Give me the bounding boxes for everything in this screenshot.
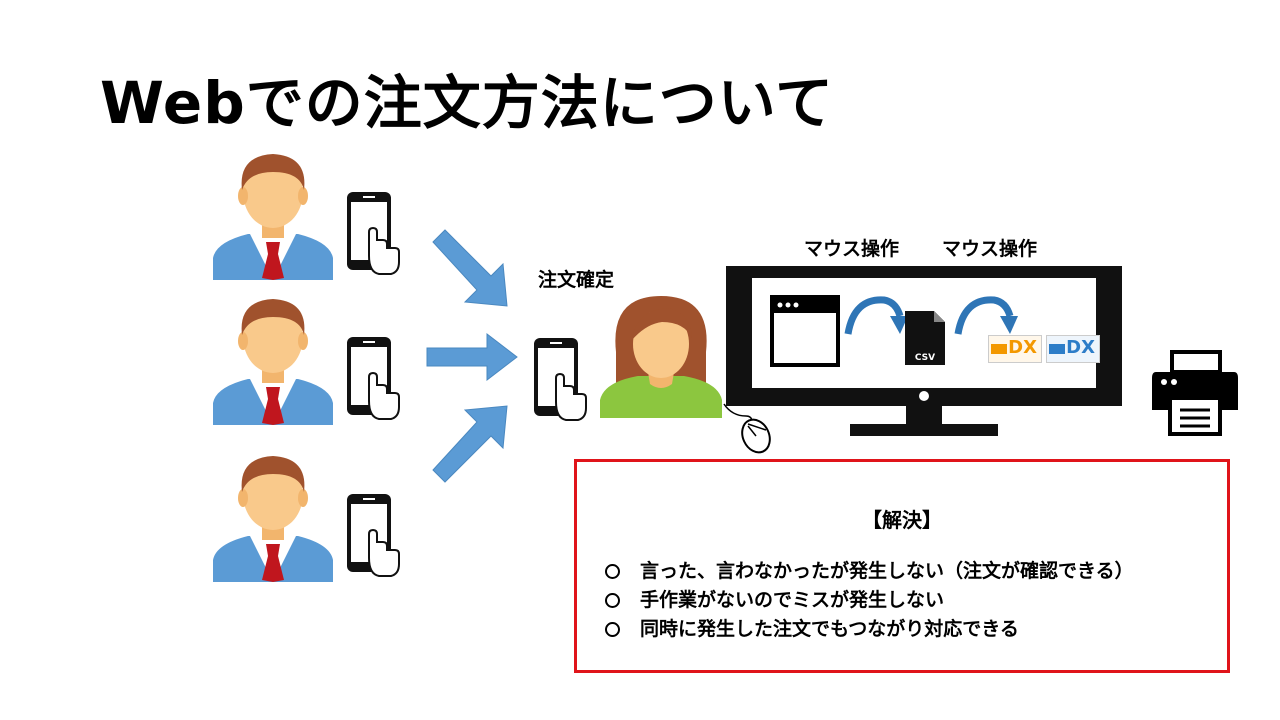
csv-file-icon bbox=[905, 311, 945, 365]
mouse-operation-label: マウス操作 bbox=[942, 238, 1038, 260]
order-confirm-label: 注文確定 bbox=[538, 269, 615, 291]
smartphone-icon bbox=[347, 494, 400, 577]
list-item: 同時に発生した注文でもつながり対応できる bbox=[605, 615, 1134, 644]
curved-arrow-icon bbox=[844, 296, 908, 335]
customer-icon bbox=[213, 299, 333, 425]
dx-software-icon: DX bbox=[988, 335, 1042, 363]
mouse-operation-label: マウス操作 bbox=[804, 238, 900, 260]
printer-icon bbox=[1152, 350, 1238, 436]
dx-label: DX bbox=[1066, 337, 1095, 358]
circle-bullet-icon bbox=[605, 564, 620, 579]
list-item: 手作業がないのでミスが発生しない bbox=[605, 586, 1134, 615]
circle-bullet-icon bbox=[605, 593, 620, 608]
curved-arrow-icon bbox=[954, 296, 1018, 335]
customer-icon bbox=[213, 456, 333, 582]
solution-list: 言った、言わなかったが発生しない（注文が確認できる） 手作業がないのでミスが発生… bbox=[605, 557, 1134, 644]
staff-icon bbox=[600, 296, 722, 418]
customer-icon bbox=[213, 154, 333, 280]
mouse-icon bbox=[723, 403, 771, 454]
circle-bullet-icon bbox=[605, 622, 620, 637]
solution-box: 【解決】 言った、言わなかったが発生しない（注文が確認できる） 手作業がないので… bbox=[574, 459, 1230, 673]
solution-heading: 【解決】 bbox=[862, 508, 942, 532]
smartphone-icon bbox=[347, 337, 400, 420]
browser-window-icon bbox=[770, 295, 840, 367]
dx-software-icon: DX bbox=[1046, 335, 1100, 363]
arrow-icon bbox=[426, 332, 518, 382]
smartphone-icon bbox=[347, 192, 400, 275]
arrow-icon bbox=[432, 229, 508, 307]
smartphone-icon bbox=[534, 338, 587, 421]
list-item: 言った、言わなかったが発生しない（注文が確認できる） bbox=[605, 557, 1134, 586]
csv-label: CSV bbox=[914, 353, 936, 363]
dx-label: DX bbox=[1008, 337, 1037, 358]
page-title: Webでの注文方法について bbox=[100, 69, 835, 137]
arrow-icon bbox=[432, 405, 508, 483]
